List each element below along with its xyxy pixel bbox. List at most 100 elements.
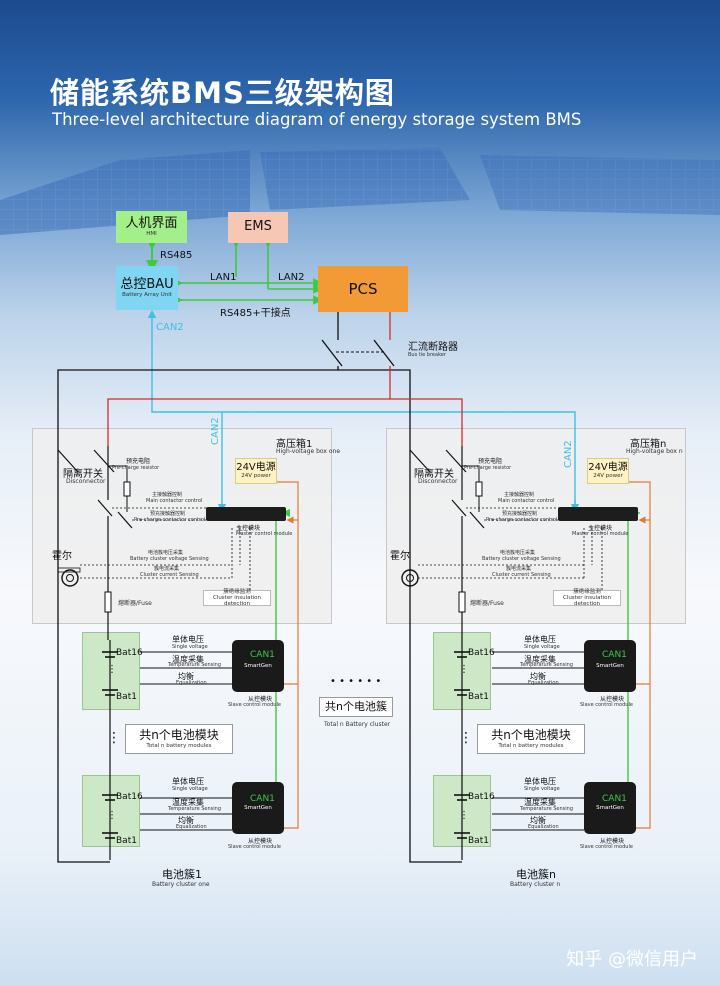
cell-voltage-na: 单体电压 [524,635,556,644]
temp-1b: 温度采集 [172,798,204,807]
cell-voltage-nb-en: Single voltage [524,786,560,792]
hvn-precharge-contactor-en: Pre-charge contactor control [486,517,558,523]
hvn-main-contactor-en: Main contactor control [498,498,555,504]
hv1-master-module: 主控模块 [236,525,261,532]
hvn-title-en: High-voltage box n [626,448,683,455]
can1-na: CAN1 [602,650,627,660]
hvn-cluster-current-en: Cluster current Sensing [492,572,551,578]
equalization-na-en: Equalization [528,680,559,686]
hv-box-1 [32,428,332,624]
cell-voltage-1b: 单体电压 [172,777,204,786]
slave-1a-en: Slave control module [228,702,281,708]
svg-text:⋮: ⋮ [107,730,121,746]
hv1-disconnector-en: Disconnector [66,478,106,485]
can1-1a: CAN1 [250,650,275,660]
hv1-disconnector: 隔离开关 [63,469,103,480]
equalization-na: 均衡 [530,672,546,681]
hvn-24v-power: 24V电源 24V power [587,458,629,484]
breaker-label: 汇流断路器 [408,342,458,353]
hv1-main-contactor-en: Main contactor control [146,498,203,504]
ems-box: EMS [228,212,288,243]
svg-text:⋮: ⋮ [459,664,469,675]
bat1-na: Bat1 [468,692,489,702]
page-title: 储能系统BMS三级架构图 [50,76,395,110]
hmi-box: 人机界面 HMI [116,211,187,243]
bat1-nb: Bat1 [468,836,489,846]
hvn-master-module-en: Master control module [572,531,629,537]
hvn-disconnector: 隔离开关 [414,469,454,480]
cell-voltage-1b-en: Single voltage [172,786,208,792]
hv1-fuse: 熔断器/Fuse [118,600,152,607]
equalization-nb-en: Equalization [528,824,559,830]
hv1-precharge-contactor: 预充接触器控制 [150,511,186,517]
label-lan1: LAN1 [210,272,237,283]
cell-voltage-1a: 单体电压 [172,635,204,644]
label-can2-top: CAN2 [156,322,184,333]
page-subtitle: Three-level architecture diagram of ener… [52,110,582,129]
bat16-na: Bat16 [468,648,495,658]
hvn-can2: CAN2 [563,440,574,468]
clustern-label: 电池簇n [516,868,556,881]
hv1-insulation: 簇绝缘监测 Cluster insulation detection [203,589,271,607]
hv1-can2: CAN2 [210,417,221,445]
battery-string-1: ⋮ ⋮ ⋮ [102,640,232,860]
equalization-1a: 均衡 [178,672,194,681]
hvn-precharge-contactor: 预充接触器控制 [502,511,538,517]
clustern-label-en: Battery cluster n [510,881,561,888]
hv1-precharge-res: 预充电阻 [126,458,151,465]
hv1-cluster-current-en: Cluster current Sensing [140,572,199,578]
cell-voltage-na-en: Single voltage [524,644,560,650]
battery-module-1b [82,775,140,847]
hvn-fuse: 熔断器/Fuse [470,600,504,607]
bau-box: 总控BAU Battery Array Unit [116,266,178,310]
hvn-precharge-res: 预充电阻 [478,458,503,465]
solar-panels-backdrop [0,148,720,235]
label-rs485: RS485 [160,250,193,261]
hv1-title: 高压箱1 [276,439,313,450]
hvn-precharge-res-en: Pre-charge resistor [464,465,512,471]
hvn-title: 高压箱n [630,439,667,450]
temp-1b-en: Temperature Sensing [168,806,222,812]
temp-na: 温度采集 [524,655,556,664]
slave-1b: 从控模块 [248,838,273,845]
temp-1a-en: Temperature Sensing [168,662,222,668]
slave-na-en: Slave control module [580,702,633,708]
slave-device-1a: SmartGen [232,640,284,692]
hvn-main-contactor: 主接触器控制 [504,492,535,498]
can1-nb: CAN1 [602,794,627,804]
hvn-cluster-voltage-en: Battery cluster voltage Sensing [482,556,561,562]
hv-box-n [386,428,686,624]
hvn-cluster-current: 簇电流采集 [506,566,532,572]
slave-na: 从控模块 [600,696,625,703]
hv1-24v-power: 24V电源 24V power [235,458,277,484]
battery-module-1a [82,632,140,710]
cluster1-label-en: Battery cluster one [152,881,210,888]
hv1-cluster-voltage-en: Battery cluster voltage Sensing [130,556,209,562]
equalization-1b-en: Equalization [176,824,207,830]
slave-device-na: SmartGen [584,640,636,692]
cell-voltage-1a-en: Single voltage [172,644,208,650]
svg-text:⋮: ⋮ [107,810,117,821]
slave-1b-en: Slave control module [228,844,281,850]
slave-1a: 从控模块 [248,696,273,703]
hvn-disconnector-en: Disconnector [418,478,458,485]
middle-dots: • • • • • • [330,676,382,687]
hv1-main-contactor: 主接触器控制 [152,492,183,498]
total-modules-1: 共n个电池模块 Total n battery modules [125,724,233,754]
hvn-internals [401,446,603,640]
total-clusters-box: 共n个电池簇 [319,697,393,717]
temp-1a: 温度采集 [172,655,204,664]
hv1-hall: 霍尔 [52,551,72,562]
pcs-box: PCS [318,266,408,312]
slave-nb-en: Slave control module [580,844,633,850]
hv1-internals [57,446,251,640]
hv1-master-module-device [206,507,286,521]
hv1-precharge-res-en: Pre-charge resistor [112,465,160,471]
bat1-1b: Bat1 [116,836,137,846]
hv1-cluster-voltage: 电池簇电压采集 [148,550,184,556]
hvn-master-module: 主控模块 [588,525,613,532]
bat1-1a: Bat1 [116,692,137,702]
svg-text:⋮: ⋮ [459,810,469,821]
temp-na-en: Temperature Sensing [520,662,574,668]
